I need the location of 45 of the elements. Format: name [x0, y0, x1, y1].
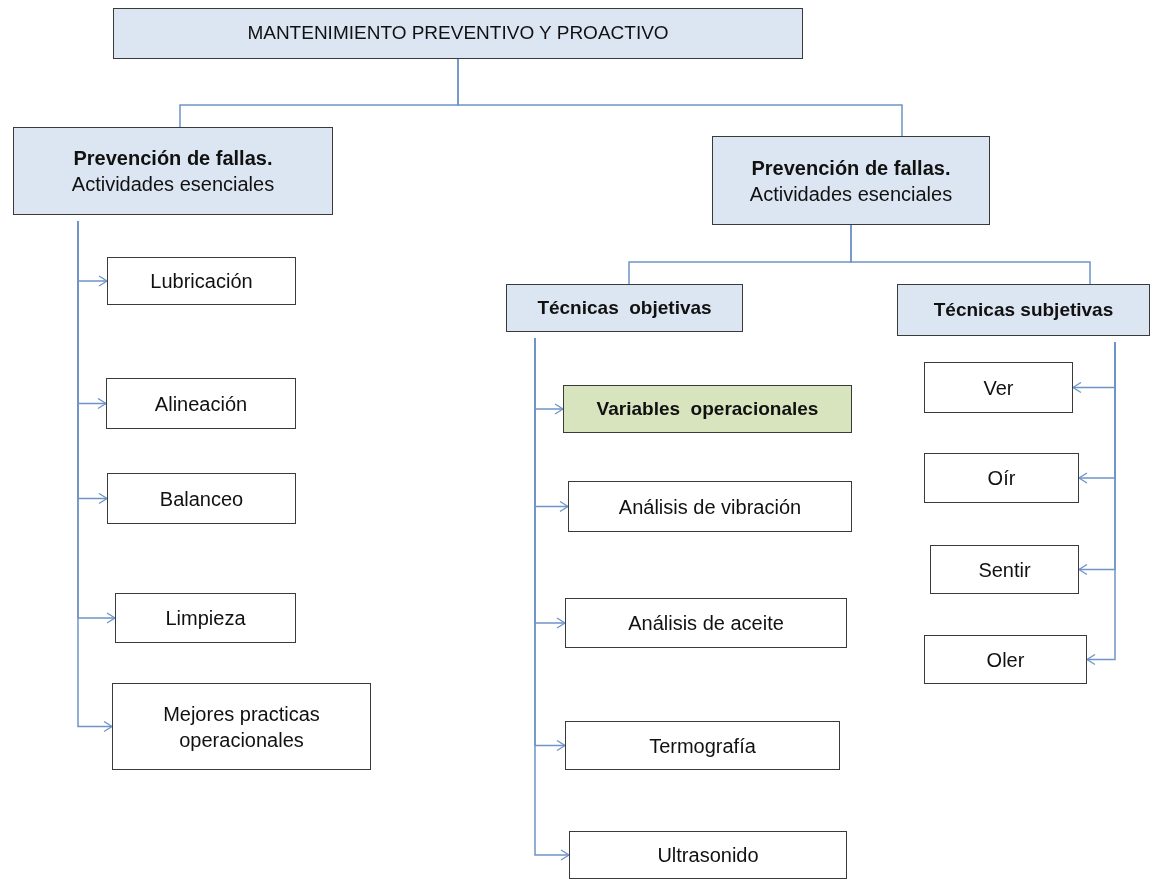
box-text: Balanceo	[159, 486, 244, 512]
category-box	[563, 385, 852, 433]
category-box	[506, 284, 743, 332]
box-text: Técnicas objetivas	[537, 295, 712, 320]
box-text: Análisis de vibración	[618, 494, 802, 520]
box-text: Variables operacionales	[596, 396, 819, 421]
box-text: Ultrasonido	[657, 843, 759, 868]
item-box	[930, 545, 1079, 594]
box-text: Sentir	[978, 557, 1031, 583]
item-box	[924, 635, 1087, 684]
item-box	[924, 453, 1079, 503]
category-box	[712, 136, 990, 225]
item-box	[115, 593, 296, 643]
box-text: Actividades esenciales	[749, 181, 953, 207]
box-text: Alineación	[154, 391, 248, 417]
box-text: Ver	[983, 375, 1014, 401]
item-box	[565, 598, 847, 648]
box-text: Oír	[987, 466, 1016, 491]
arrow	[77, 220, 113, 733]
box-text: Mejores practicas operacionales	[162, 701, 321, 753]
box-text: Lubricación	[150, 269, 253, 294]
item-box	[565, 721, 840, 770]
item-box	[107, 473, 296, 524]
box-text: MANTENIMIENTO PREVENTIVO Y PROACTIVO	[247, 21, 669, 46]
box-text: Oler	[986, 647, 1025, 673]
box-text: Limpieza	[165, 606, 246, 631]
category-box	[13, 127, 333, 215]
arrow	[534, 337, 570, 861]
category-box	[897, 284, 1150, 336]
box-text: Análisis de aceite	[628, 611, 784, 636]
item-box	[107, 257, 296, 305]
box-text: Actividades esenciales	[71, 172, 275, 197]
item-box	[112, 683, 371, 770]
box-heading: Prevención de fallas.	[73, 146, 273, 171]
box-heading: Prevención de fallas.	[751, 155, 951, 181]
box-text: Técnicas subjetivas	[933, 297, 1114, 322]
connector-line	[850, 224, 1091, 285]
item-box	[568, 481, 852, 532]
item-box	[106, 378, 296, 429]
connector-line	[457, 58, 903, 137]
item-box	[569, 831, 847, 879]
box-text: Termografía	[649, 733, 756, 759]
arrow	[1086, 341, 1116, 666]
item-box	[924, 362, 1073, 413]
category-box	[113, 8, 803, 59]
